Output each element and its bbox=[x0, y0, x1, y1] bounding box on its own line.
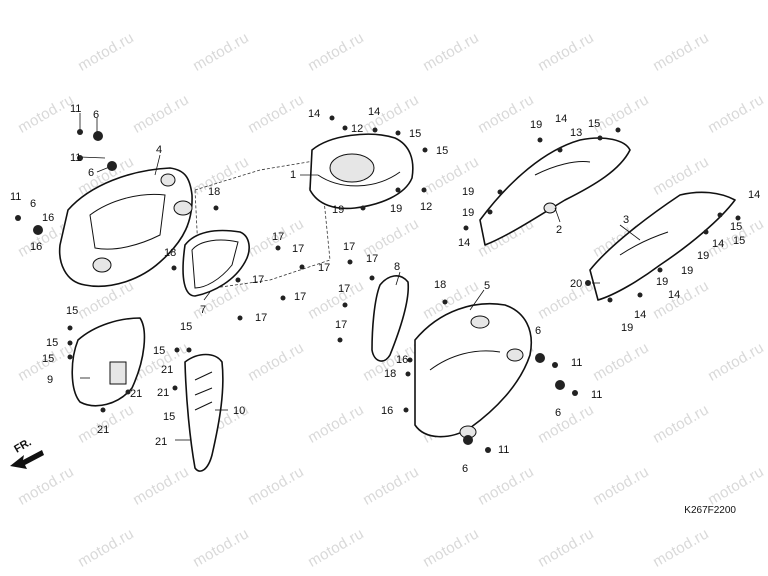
callout-6: 6 bbox=[88, 167, 94, 179]
callout-15: 15 bbox=[66, 305, 78, 317]
callout-14: 14 bbox=[555, 113, 567, 125]
part-7-frame bbox=[182, 229, 250, 297]
callout-21: 21 bbox=[155, 436, 167, 448]
callout-21: 21 bbox=[157, 387, 169, 399]
callout-15: 15 bbox=[180, 321, 192, 333]
callout-19: 19 bbox=[530, 119, 542, 131]
fastener-markers bbox=[15, 115, 741, 453]
callout-21: 21 bbox=[130, 388, 142, 400]
callout-5: 5 bbox=[484, 280, 490, 292]
callout-12: 12 bbox=[420, 201, 432, 213]
callout-19: 19 bbox=[462, 186, 474, 198]
callout-16: 16 bbox=[396, 354, 408, 366]
callout-19: 19 bbox=[621, 322, 633, 334]
callout-17: 17 bbox=[294, 291, 306, 303]
callout-3: 3 bbox=[623, 214, 629, 226]
callout-17: 17 bbox=[255, 312, 267, 324]
callout-14: 14 bbox=[308, 108, 320, 120]
callout-16: 16 bbox=[30, 241, 42, 253]
callout-15: 15 bbox=[409, 128, 421, 140]
callout-17: 17 bbox=[343, 241, 355, 253]
part-9-lower-left bbox=[71, 317, 146, 407]
callout-16: 16 bbox=[381, 405, 393, 417]
callout-11: 11 bbox=[70, 103, 81, 115]
callout-1: 1 bbox=[290, 169, 296, 181]
callout-11: 11 bbox=[70, 152, 81, 164]
callout-21: 21 bbox=[161, 364, 173, 376]
callout-6: 6 bbox=[93, 109, 99, 121]
callout-20: 20 bbox=[570, 278, 582, 290]
callout-2: 2 bbox=[556, 224, 562, 236]
part-3-right-inner bbox=[589, 191, 736, 301]
callout-15: 15 bbox=[46, 337, 58, 349]
callout-18: 18 bbox=[384, 368, 396, 380]
callout-15: 15 bbox=[163, 411, 175, 423]
part-4-left-cowl bbox=[58, 167, 193, 288]
front-direction-arrow-icon bbox=[10, 450, 44, 469]
part-5-lower-cowl bbox=[414, 302, 532, 439]
callout-11: 11 bbox=[571, 357, 582, 369]
callout-17: 17 bbox=[252, 274, 264, 286]
callout-15: 15 bbox=[588, 118, 600, 130]
diagram-code: K267F2200 bbox=[684, 505, 736, 516]
callout-17: 17 bbox=[318, 262, 330, 274]
callout-10: 10 bbox=[233, 405, 245, 417]
callout-19: 19 bbox=[462, 207, 474, 219]
callout-8: 8 bbox=[394, 261, 400, 273]
callout-6: 6 bbox=[30, 198, 36, 210]
callout-17: 17 bbox=[335, 319, 347, 331]
callout-15: 15 bbox=[733, 235, 745, 247]
callout-16: 16 bbox=[42, 212, 54, 224]
callout-11: 11 bbox=[498, 444, 509, 456]
callout-15: 15 bbox=[153, 345, 165, 357]
callout-12: 12 bbox=[351, 123, 363, 135]
callout-19: 19 bbox=[390, 203, 402, 215]
callout-17: 17 bbox=[338, 283, 350, 295]
callout-15: 15 bbox=[436, 145, 448, 157]
callout-19: 19 bbox=[656, 276, 668, 288]
callout-13: 13 bbox=[570, 127, 582, 139]
part-8-strip bbox=[371, 275, 410, 362]
parts-layer bbox=[58, 133, 736, 472]
callout-6: 6 bbox=[462, 463, 468, 475]
callout-7: 7 bbox=[200, 304, 206, 316]
callout-11: 11 bbox=[10, 191, 21, 203]
callout-19: 19 bbox=[697, 250, 709, 262]
callout-19: 19 bbox=[332, 204, 344, 216]
callout-18: 18 bbox=[164, 247, 176, 259]
callout-17: 17 bbox=[366, 253, 378, 265]
callout-19: 19 bbox=[681, 265, 693, 277]
callout-21: 21 bbox=[97, 424, 109, 436]
callout-14: 14 bbox=[368, 106, 380, 118]
part-1-center-panel bbox=[309, 133, 414, 210]
callout-9: 9 bbox=[47, 374, 53, 386]
callout-15: 15 bbox=[42, 353, 54, 365]
callout-14: 14 bbox=[458, 237, 470, 249]
callout-15: 15 bbox=[730, 221, 742, 233]
callout-18: 18 bbox=[208, 186, 220, 198]
part-10-bracket bbox=[184, 353, 224, 472]
part-2-right-cover bbox=[479, 137, 631, 246]
callout-17: 17 bbox=[292, 243, 304, 255]
callout-4: 4 bbox=[156, 144, 162, 156]
callout-14: 14 bbox=[748, 189, 760, 201]
callout-6: 6 bbox=[535, 325, 541, 337]
callout-18: 18 bbox=[434, 279, 446, 291]
callout-14: 14 bbox=[634, 309, 646, 321]
callout-14: 14 bbox=[668, 289, 680, 301]
callout-14: 14 bbox=[712, 238, 724, 250]
callout-17: 17 bbox=[272, 231, 284, 243]
callout-6: 6 bbox=[555, 407, 561, 419]
callout-11: 11 bbox=[591, 389, 602, 401]
